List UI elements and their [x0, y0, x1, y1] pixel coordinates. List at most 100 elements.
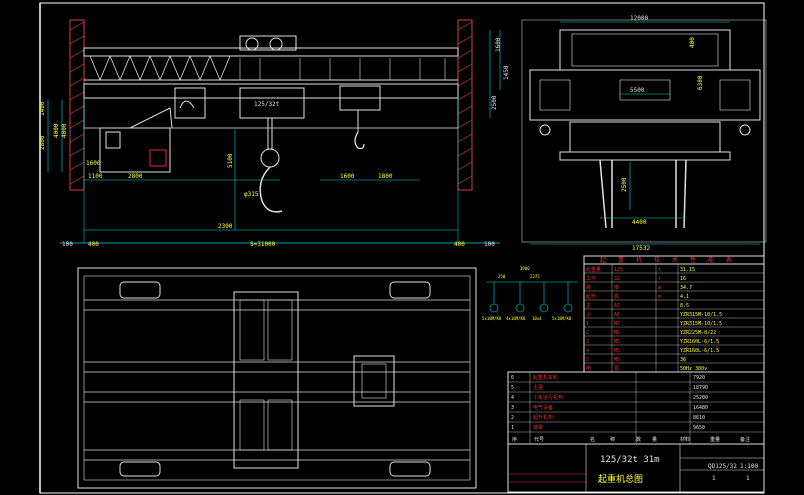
parts-cell: 25200 [693, 395, 708, 401]
schem-label-2: 2375 [530, 274, 540, 279]
spec-cell: M5 [614, 348, 620, 354]
parts-cell: 1 [511, 425, 514, 431]
parts-cell: 电气设备 [533, 404, 553, 411]
parts-cell: 3 [511, 405, 514, 411]
spec-cell: YZR225M-8/22 [680, 330, 716, 336]
left-dim-1: 2800 [39, 135, 46, 150]
spec-cell: 4.1 [680, 294, 689, 300]
spec-cell: 工作 [586, 275, 596, 282]
top-dim-0: 1600 [495, 37, 502, 52]
spec-cell: 小 [586, 311, 591, 318]
bottom-dim-0: 1100 [88, 173, 103, 180]
schem-label-0: 3900 [520, 266, 530, 271]
schem-label-3: 5x18M/K8 [482, 316, 502, 321]
drawing-title: 125/32t 31m [600, 455, 660, 465]
edge-right: 100 [484, 241, 495, 248]
top-dim-2: 2500 [491, 95, 498, 110]
spec-header-6: 能 [708, 256, 714, 264]
right-small: 400 [454, 241, 465, 248]
spec-table-header: 起 重 机 技 术 性 能 表 [600, 256, 732, 264]
spec-header-0: 起 [600, 256, 606, 264]
parts-header-8: 备注 [740, 436, 750, 443]
spec-cell: 16 [680, 276, 686, 282]
span-label: S=31000 [250, 241, 276, 248]
spec-header-2: 机 [636, 256, 642, 264]
parts-cell: 16480 [693, 405, 708, 411]
parts-cell: 18790 [693, 385, 708, 391]
side-mid-width: 5500 [630, 87, 645, 94]
parts-cell: 起重机车轮 [533, 374, 558, 381]
bottom-dim-3: 1600 [340, 173, 355, 180]
parts-header-2: 名 [590, 436, 595, 443]
left-dim-0: 1400 [39, 101, 46, 116]
spec-cell: M7 [614, 321, 620, 327]
spec-cell: 源 [614, 365, 619, 372]
bottom-dim-1: 2800 [128, 173, 143, 180]
front-elevation [60, 19, 500, 244]
drawing-scale: 1:100 [740, 463, 758, 470]
spec-cell: M6 [614, 330, 620, 336]
elevation-labels: 1400 2800 4000 4000 1600 1100 2800 2300 … [39, 37, 510, 248]
drawing-subtitle: 起重机总图 [598, 473, 643, 485]
spec-header-4: 术 [672, 256, 678, 264]
spec-cell: 起重量 [586, 266, 601, 273]
title-block [507, 443, 765, 493]
spec-cell: 2 [586, 330, 589, 336]
hook-dim: 5100 [227, 153, 234, 168]
parts-cell: 端梁 [533, 424, 543, 431]
spec-cell: 跨 [586, 284, 591, 291]
parts-cell: 8610 [693, 415, 705, 421]
spec-cell: A7 [614, 303, 620, 309]
parts-cell: 7920 [693, 375, 705, 381]
drawing-number: QD125/32 [708, 463, 737, 470]
spec-header-1: 重 [618, 256, 624, 264]
parts-table-header: 序 代号 名 称 数 量 材料 重量 备注 [512, 436, 750, 443]
side-top-width: 12000 [630, 15, 648, 22]
parts-cell: 9650 [693, 425, 705, 431]
spec-cell: YZR160L-6/1.5 [680, 339, 719, 345]
parts-cell: 主梁 [533, 384, 543, 391]
hook-radius: φ315 [244, 191, 259, 198]
spec-header-7: 表 [726, 256, 732, 264]
side-right-dim-0: 400 [689, 37, 696, 48]
parts-cell: 5 [511, 385, 514, 391]
bottom-dim-4: 1800 [378, 173, 393, 180]
spec-cell: 3 [586, 339, 589, 345]
sheet-num-1: 1 [746, 475, 750, 482]
side-view-labels: 12000 5500 2500 4400 17532 400 6380 [621, 15, 704, 252]
parts-header-5: 量 [652, 436, 657, 443]
spec-cell: 1 [586, 321, 589, 327]
parts-header-3: 称 [610, 436, 615, 443]
spec-cell: 度 [614, 284, 619, 291]
spec-cell: YZR315M-10/1.5 [680, 321, 722, 327]
spec-cell: 5 [586, 357, 589, 363]
spec-cell: m [658, 285, 661, 291]
schem-label-6: 5x18M/K8 [552, 316, 572, 321]
schem-label-4: 4x16M/K8 [506, 316, 526, 321]
top-dim-1: 1450 [503, 65, 510, 80]
cab-label: 125/32t [254, 101, 280, 108]
spec-cell: A6 [614, 312, 620, 318]
sheet-num-0: 1 [712, 475, 716, 482]
electrical-schematic [486, 281, 578, 313]
drawing-frame [39, 2, 765, 494]
schem-label-1: 250 [498, 274, 506, 279]
edge-left: 100 [62, 241, 73, 248]
spec-cell: t [658, 276, 661, 282]
side-height-dim: 2500 [621, 177, 628, 192]
spec-cell: M5 [614, 357, 620, 363]
parts-header-6: 材料 [680, 436, 690, 443]
bottom-dim-2: 2300 [218, 223, 233, 230]
left-dim-3: 4000 [61, 123, 68, 138]
spec-cell: 31.15 [680, 267, 695, 273]
side-view-dimensions [530, 21, 760, 245]
spec-cell: M5 [614, 339, 620, 345]
spec-cell: 50Hz 380v [680, 366, 707, 372]
plan-view [77, 267, 477, 489]
left-dim-4: 1600 [86, 160, 101, 167]
spec-cell: 8.5 [680, 303, 689, 309]
side-base-width: 4400 [632, 219, 647, 226]
